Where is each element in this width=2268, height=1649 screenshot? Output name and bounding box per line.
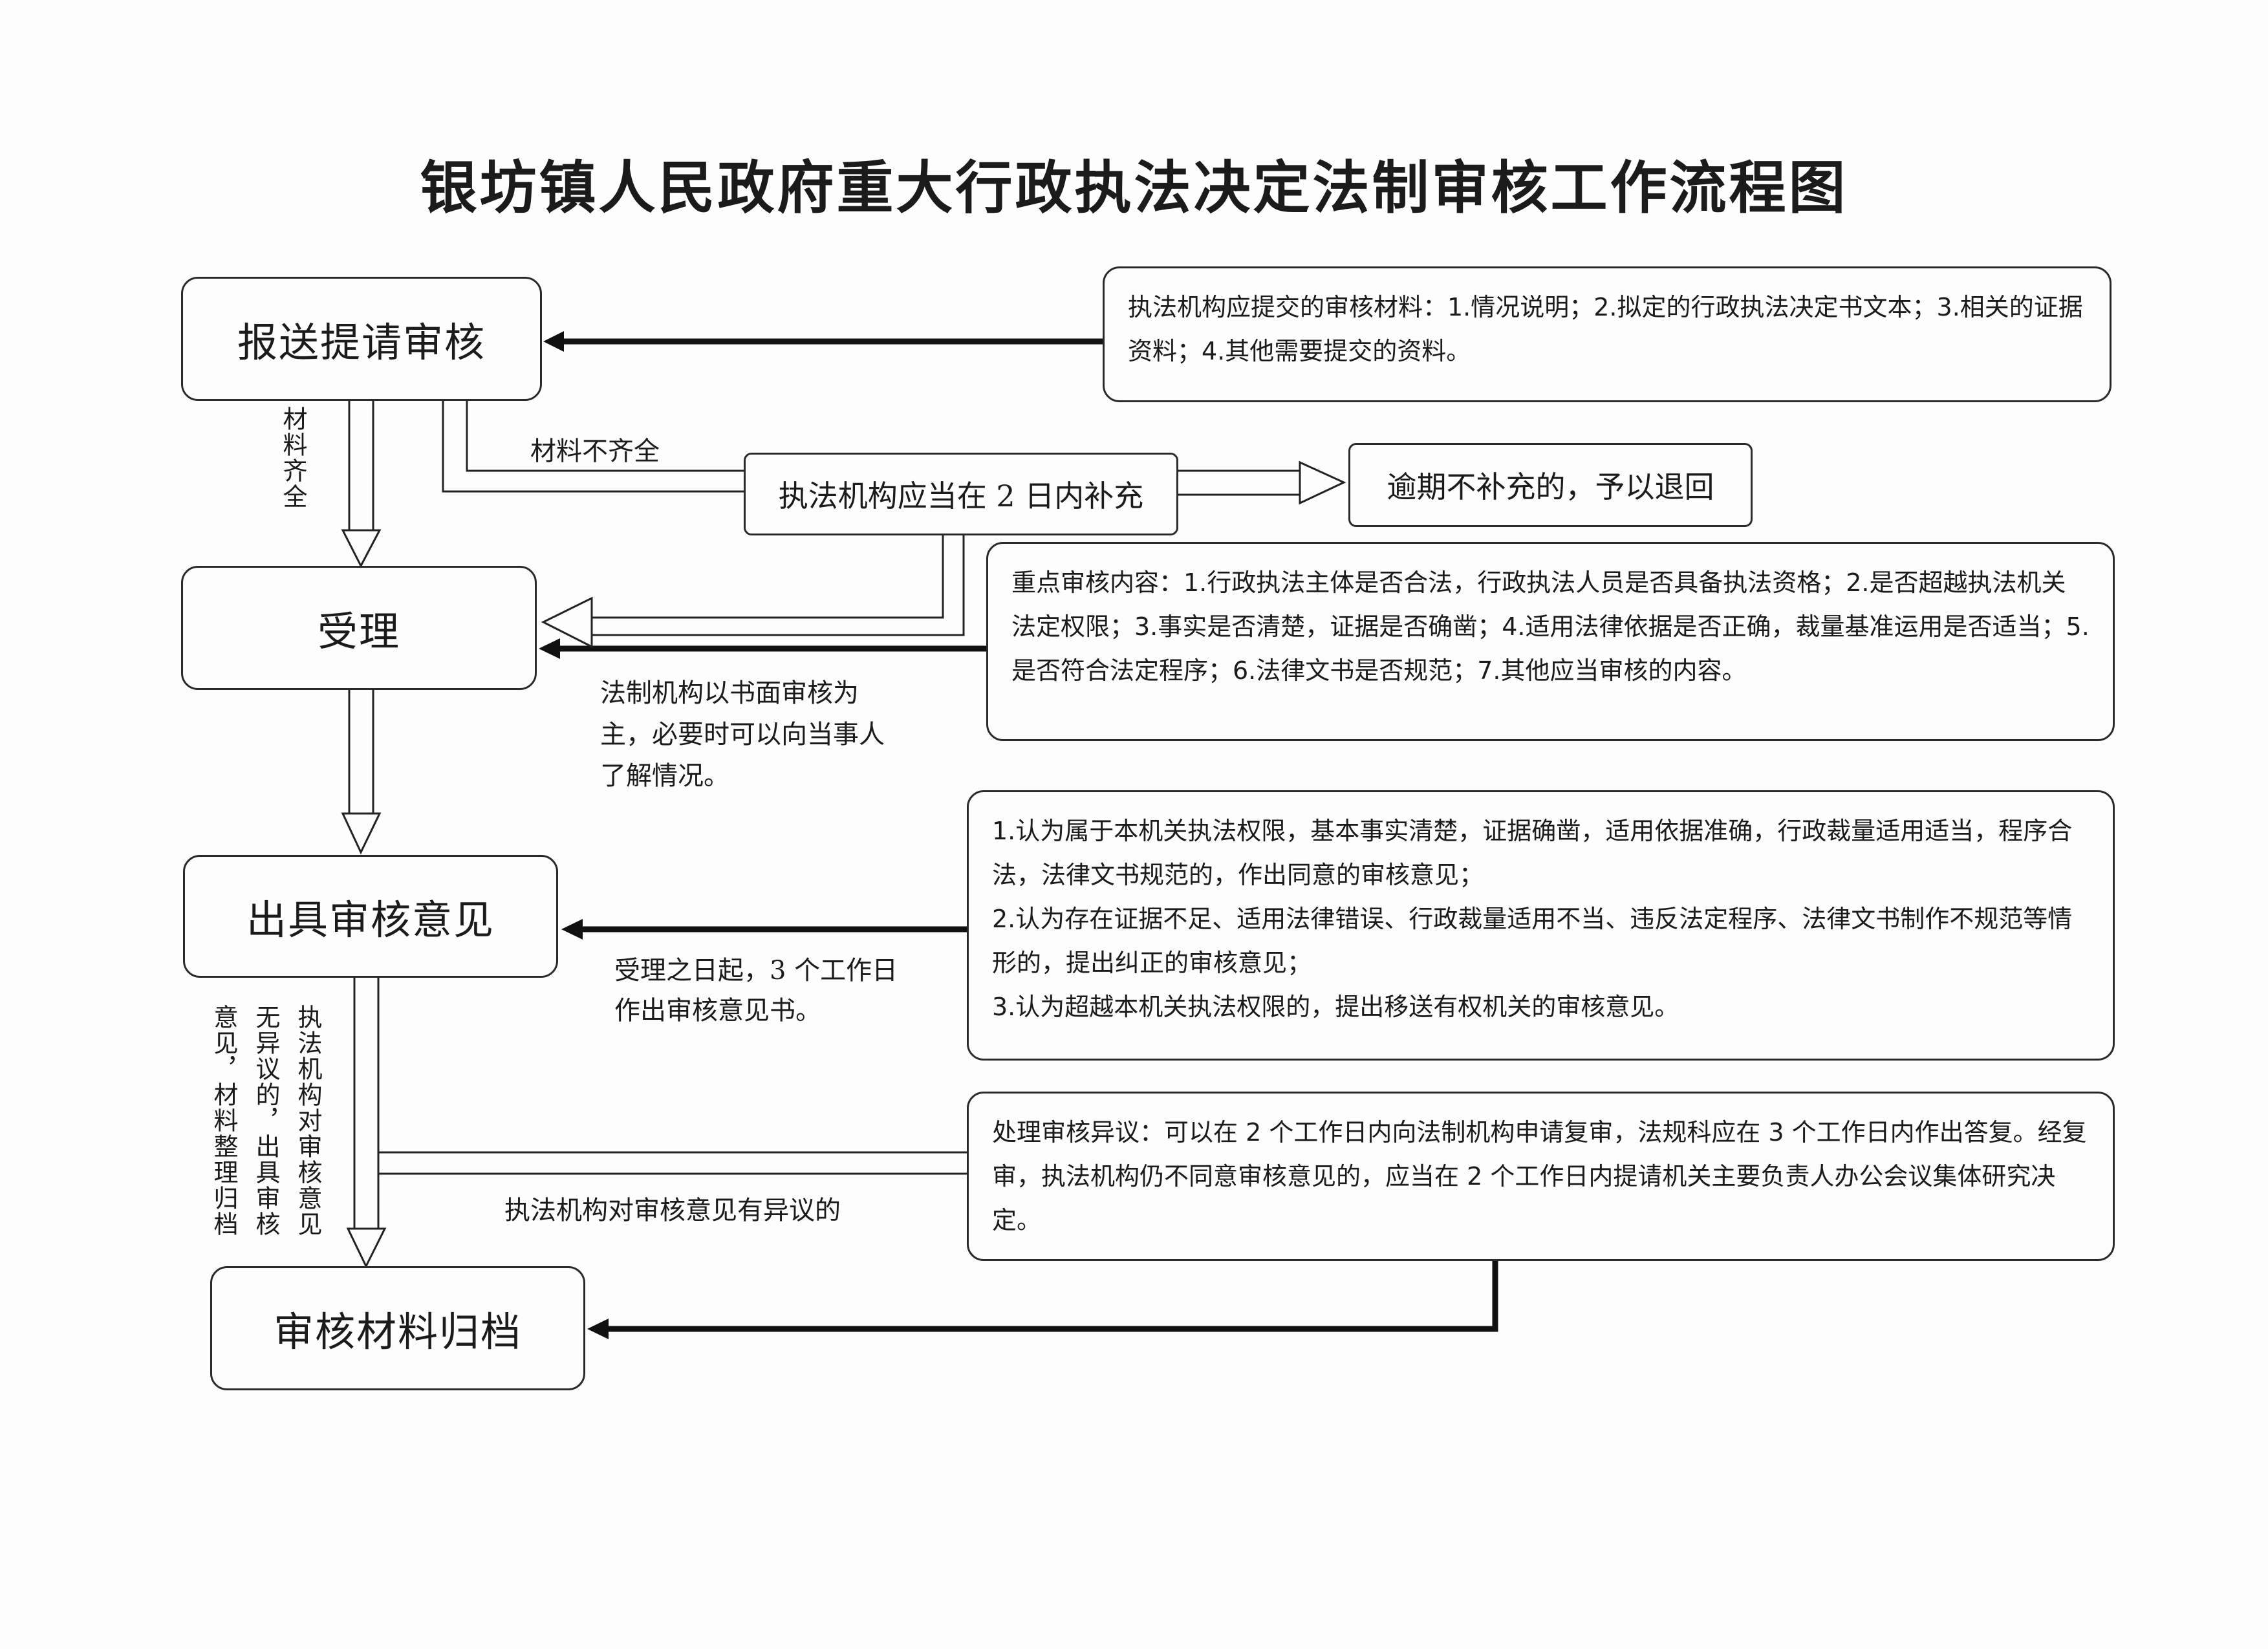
materials-note: 执法机构应提交的审核材料：1.情况说明；2.拟定的行政执法决定书文本；3.相关的… [1103,266,2111,402]
arrow-accept-to-opinion [341,689,382,855]
label-written-review: 法制机构以书面审核为主，必要时可以向当事人了解情况。 [600,678,885,791]
label-no-objection-col3: 意见，材料整理归档 [210,1004,238,1237]
label-materials-incomplete: 材料不齐全 [530,436,660,466]
step-opinion: 出具审核意见 [183,855,558,978]
arrow-objection-to-archive [587,1260,1498,1339]
step-archive-label: 审核材料归档 [273,1308,522,1355]
opinion-note: 1.认为属于本机关执法权限，基本事实清楚，证据确凿，适用依据准确，行政裁量适用适… [967,790,2115,1061]
opinion-line-2: 2.认为存在证据不足、适用法律错误、行政裁量适用不当、违反法定程序、法律文书制作… [992,905,2073,977]
page-title: 银坊镇人民政府重大行政执法决定法制审核工作流程图 [420,154,1848,221]
arrow-supplement-to-return [1178,460,1346,505]
label-no-objection-col1: 执法机构对审核意见 [294,1004,322,1237]
arrow-incomplete-to-supplement [442,401,744,493]
step-opinion-label: 出具审核意见 [246,896,495,943]
step-accept-label: 受理 [317,608,400,655]
step-submit: 报送提请审核 [181,277,542,401]
label-three-days: 受理之日起，3 个工作日作出审核意见书。 [614,956,898,1026]
supplement-box: 执法机构应当在 2 日内补充 [744,453,1178,535]
opinion-line-1: 1.认为属于本机关执法权限，基本事实清楚，证据确凿，适用依据准确，行政裁量适用适… [992,817,2073,889]
arrow-supplement-to-accept [541,534,965,649]
step-accept: 受理 [181,566,537,690]
arrow-objection-line [378,1151,967,1175]
label-materials-complete: 材料齐全 [279,406,307,510]
objection-note: 处理审核异议：可以在 2 个工作日内向法制机构申请复审，法规科应在 3 个工作日… [967,1092,2115,1261]
arrow-opinion-to-archive [346,978,387,1269]
step-archive: 审核材料归档 [210,1266,585,1390]
key-review-text: 重点审核内容：1.行政执法主体是否合法，行政执法人员是否具备执法资格；2.是否超… [1011,568,2090,685]
opinion-line-3: 3.认为超越本机关执法权限的，提出移送有权机关的审核意见。 [992,993,1679,1021]
materials-note-text: 执法机构应提交的审核材料：1.情况说明；2.拟定的行政执法决定书文本；3.相关的… [1128,293,2083,365]
label-no-objection-col2: 无异议的，出具审核 [252,1004,280,1237]
key-review-note: 重点审核内容：1.行政执法主体是否合法，行政执法人员是否具备执法资格；2.是否超… [986,542,2115,741]
return-box: 逾期不补充的，予以退回 [1348,443,1753,527]
return-label: 逾期不补充的，予以退回 [1387,469,1714,504]
objection-text: 处理审核异议：可以在 2 个工作日内向法制机构申请复审，法规科应在 3 个工作日… [992,1118,2087,1234]
arrow-materials-to-submit [543,331,1103,352]
arrow-opinion-note-to-opinion [561,919,967,940]
label-has-objection: 执法机构对审核意见有异议的 [504,1196,841,1225]
supplement-label: 执法机构应当在 2 日内补充 [778,479,1144,513]
step-submit-label: 报送提请审核 [237,319,486,366]
arrow-review-to-accept [539,638,986,659]
arrow-submit-to-accept [341,401,382,568]
